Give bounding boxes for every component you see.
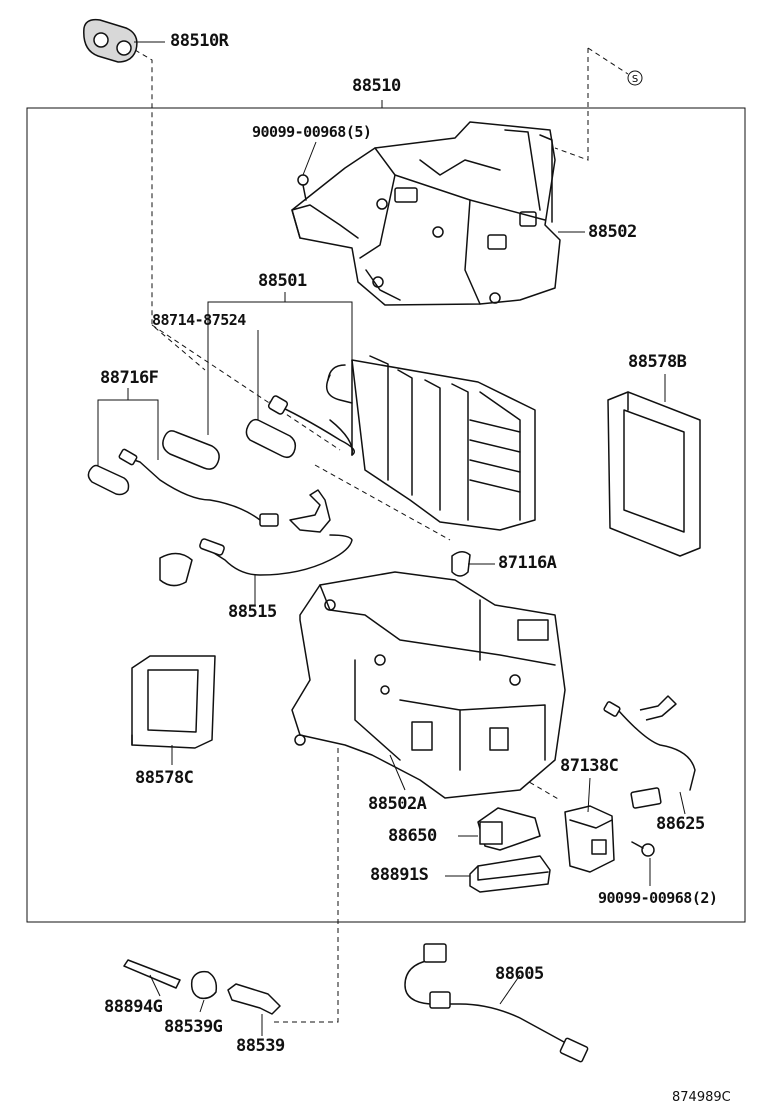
- label-87116a[interactable]: 87116A: [498, 553, 557, 573]
- label-88515[interactable]: 88515: [228, 602, 277, 622]
- label-88891s[interactable]: 88891S: [370, 865, 429, 885]
- thermistor-88515[interactable]: [199, 489, 353, 576]
- label-88605[interactable]: 88605: [495, 964, 544, 984]
- insulator-88714-a[interactable]: [162, 430, 220, 470]
- label-90099-00968-5[interactable]: 90099-00968(5): [252, 123, 372, 141]
- cap-88716f[interactable]: [87, 464, 130, 496]
- dash-s-diag: [587, 47, 629, 75]
- label-88502[interactable]: 88502: [588, 222, 637, 242]
- label-88716f[interactable]: 88716F: [100, 368, 159, 388]
- label-90099-00968-2[interactable]: 90099-00968(2): [598, 889, 718, 907]
- label-88625[interactable]: 88625: [656, 814, 705, 834]
- assembly-boundary-box: [26, 107, 746, 923]
- sensor-wire-88716f[interactable]: [118, 448, 279, 527]
- rod-88894g[interactable]: [123, 959, 181, 989]
- harness-88625[interactable]: [603, 695, 696, 809]
- bracket-88891s[interactable]: [469, 855, 551, 893]
- harness-88605[interactable]: [404, 943, 589, 1063]
- label-88714-87524[interactable]: 88714-87524: [152, 311, 246, 329]
- servo-motor-87138c[interactable]: [564, 805, 615, 873]
- dash-evap: [314, 464, 451, 541]
- label-88894g[interactable]: 88894G: [104, 997, 163, 1017]
- dash-88714: [151, 324, 341, 451]
- dash-88510r: [134, 49, 206, 371]
- lower-case-88502a[interactable]: [291, 571, 566, 799]
- label-88578b[interactable]: 88578B: [628, 352, 687, 372]
- figure-code: 874989C: [672, 1090, 731, 1105]
- upper-case-88502[interactable]: [291, 121, 561, 306]
- label-88510r[interactable]: 88510R: [170, 31, 229, 51]
- s-marker-circle: [627, 70, 643, 86]
- evaporator-88501[interactable]: [267, 355, 536, 531]
- label-88650[interactable]: 88650: [388, 826, 437, 846]
- label-88578c[interactable]: 88578C: [135, 768, 194, 788]
- label-88510[interactable]: 88510: [352, 76, 401, 96]
- leader-lines: [97, 41, 686, 1036]
- sensor-88539[interactable]: [227, 983, 281, 1015]
- label-88502a[interactable]: 88502A: [368, 794, 427, 814]
- label-88539g[interactable]: 88539G: [164, 1017, 223, 1037]
- relay-88650[interactable]: [477, 807, 541, 851]
- screw-90099-00968-lower[interactable]: [631, 841, 655, 857]
- s-marker-text: S: [632, 74, 638, 85]
- grommet-88510r[interactable]: [83, 18, 138, 63]
- grommet-88539g[interactable]: [190, 970, 218, 1000]
- dash-s-ref: [554, 48, 589, 161]
- screw-90099-00968-upper[interactable]: [297, 174, 309, 201]
- seal-88578b[interactable]: [607, 391, 701, 557]
- label-88501[interactable]: 88501: [258, 271, 307, 291]
- label-88539[interactable]: 88539: [236, 1036, 285, 1056]
- label-87138c[interactable]: 87138C: [560, 756, 619, 776]
- seal-88578c[interactable]: [131, 655, 216, 749]
- insulator-88714-b[interactable]: [245, 418, 297, 459]
- clip-87116a[interactable]: [451, 551, 471, 577]
- dash-88539: [270, 748, 339, 1023]
- clip-left[interactable]: [159, 552, 193, 587]
